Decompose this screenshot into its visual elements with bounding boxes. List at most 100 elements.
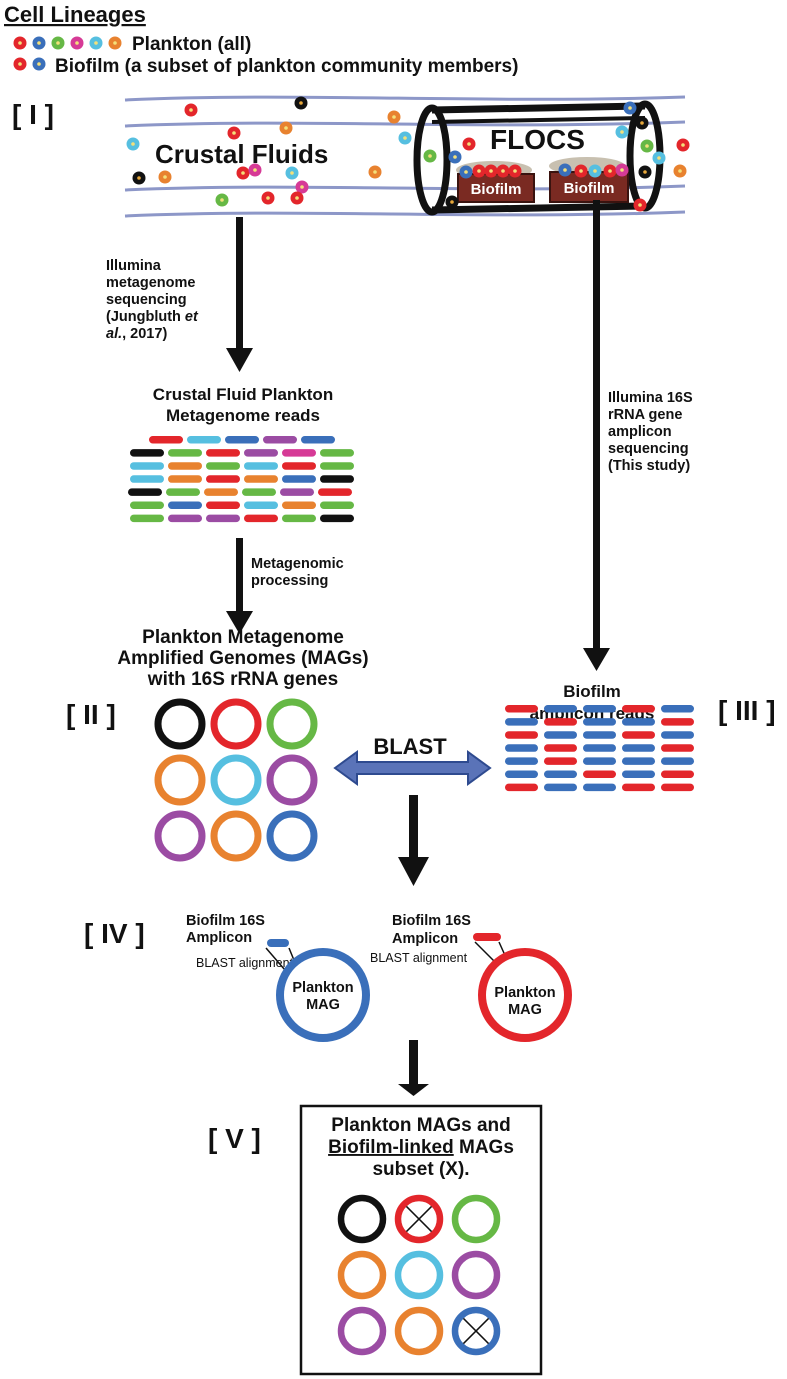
arrow-to-result bbox=[398, 1040, 429, 1096]
result-grid bbox=[337, 1194, 501, 1356]
read-bar bbox=[505, 731, 538, 739]
fluid-cell-nucleus bbox=[620, 168, 624, 172]
arrow-processing bbox=[226, 538, 253, 634]
read-bar bbox=[661, 770, 694, 778]
read-bar bbox=[622, 744, 655, 752]
mag-ring bbox=[337, 1306, 387, 1356]
fluid-cell bbox=[676, 138, 690, 152]
fluid-cell bbox=[673, 164, 687, 178]
mag-ring bbox=[266, 698, 318, 750]
legend-biofilm-cell-nucleus bbox=[18, 62, 22, 66]
legend-biofilm-label: Biofilm (a subset of plankton community … bbox=[55, 56, 518, 77]
fluid-cell bbox=[261, 191, 275, 205]
metagenome-seq-line-3: sequencing bbox=[106, 292, 187, 308]
fluid-cell bbox=[638, 165, 652, 179]
fluid-cell-nucleus bbox=[489, 169, 493, 173]
flocs-cylinder-inner-line bbox=[431, 116, 646, 124]
read-bar bbox=[544, 744, 577, 752]
arrow-sequencing-left bbox=[226, 217, 253, 372]
mag-ring bbox=[337, 1250, 387, 1300]
read-bar bbox=[244, 462, 278, 470]
read-bar bbox=[168, 475, 202, 483]
amplicon-seq-line-2: rRNA gene bbox=[608, 407, 682, 423]
metagenome-seq-et: et bbox=[185, 309, 199, 325]
fluid-cell-nucleus bbox=[467, 142, 471, 146]
read-bar bbox=[128, 488, 162, 496]
read-bar bbox=[544, 783, 577, 792]
read-bar bbox=[130, 449, 164, 457]
flocs-cylinder-bottom bbox=[431, 202, 646, 214]
read-bar bbox=[544, 705, 577, 713]
read-bar bbox=[505, 770, 538, 778]
read-bar bbox=[661, 744, 694, 752]
fluid-cell-nucleus bbox=[563, 168, 567, 172]
fluid-cell bbox=[368, 165, 382, 179]
metagenome-seq-line-5: al., 2017) bbox=[106, 326, 167, 342]
fluid-cell-nucleus bbox=[266, 196, 270, 200]
metagenome-seq-line-2: metagenome bbox=[106, 275, 195, 291]
fluid-cell bbox=[215, 193, 229, 207]
read-bar bbox=[130, 475, 164, 483]
pipe-line-4 bbox=[124, 210, 686, 218]
read-bar bbox=[320, 501, 354, 509]
fluid-cell-nucleus bbox=[392, 115, 396, 119]
alignment-right-amp-1: Biofilm 16S bbox=[392, 913, 471, 929]
reads-title-1: Crustal Fluid Plankton bbox=[153, 385, 333, 404]
fluid-cell bbox=[633, 198, 647, 212]
read-bar bbox=[130, 514, 164, 523]
arrow-sequencing-right bbox=[583, 200, 610, 671]
legend-plankton-cell-nucleus bbox=[37, 41, 41, 45]
mag-ring bbox=[337, 1194, 387, 1244]
fluid-cell bbox=[158, 170, 172, 184]
fluid-cell-nucleus bbox=[373, 170, 377, 174]
flocs-label: FLOCS bbox=[490, 124, 585, 155]
mag-ring bbox=[266, 810, 318, 862]
alignment-left-amp-2: Amplicon bbox=[186, 930, 252, 946]
alignment-left: Biofilm 16S Amplicon BLAST alignment Pla… bbox=[186, 913, 370, 1042]
fluid-cell-nucleus bbox=[657, 156, 661, 160]
flocs-cylinder-top bbox=[431, 102, 646, 114]
alignment-left-amp-1: Biofilm 16S bbox=[186, 913, 265, 929]
legend-plankton-cell bbox=[89, 36, 103, 50]
fluid-cell bbox=[295, 180, 309, 194]
biofilm-box-2: Biofilm bbox=[549, 157, 629, 203]
fluid-cell bbox=[184, 103, 198, 117]
fluid-cell-nucleus bbox=[220, 198, 224, 202]
read-bar bbox=[168, 449, 202, 457]
mag-ring bbox=[394, 1250, 444, 1300]
fluid-cell-nucleus bbox=[284, 126, 288, 130]
fluid-cell-nucleus bbox=[513, 169, 517, 173]
read-bar bbox=[320, 514, 354, 523]
legend-plankton-cell bbox=[70, 36, 84, 50]
result-line-2-underlined: Biofilm-linked bbox=[328, 1137, 454, 1158]
mag-ring bbox=[451, 1250, 501, 1300]
amplicon-seq-line-3: amplicon bbox=[608, 424, 672, 440]
fluid-cell bbox=[423, 149, 437, 163]
legend-plankton-cell bbox=[13, 36, 27, 50]
panel-label-3: [ III ] bbox=[718, 695, 776, 726]
fluid-cell bbox=[387, 110, 401, 124]
fluid-cell bbox=[279, 121, 293, 135]
read-bar bbox=[244, 514, 278, 523]
mag-ring bbox=[394, 1306, 444, 1356]
alignment-right-amp-2: Amplicon bbox=[392, 931, 458, 947]
read-bar bbox=[206, 514, 240, 523]
mag-ring bbox=[154, 810, 206, 862]
fluid-cell-nucleus bbox=[189, 108, 193, 112]
fluid-cell bbox=[574, 164, 588, 178]
blast-label: BLAST bbox=[373, 734, 447, 759]
processing-line-2: processing bbox=[251, 573, 328, 589]
flocs-left-ring bbox=[413, 104, 451, 216]
fluid-cell bbox=[227, 126, 241, 140]
amplicon-seq-line-4: sequencing bbox=[608, 441, 689, 457]
fluid-cell bbox=[558, 163, 572, 177]
read-bar bbox=[622, 718, 655, 726]
alignment-right-mag-ring bbox=[478, 948, 572, 1042]
read-bar bbox=[661, 705, 694, 713]
alignment-right-blast: BLAST alignment bbox=[370, 951, 468, 965]
mag-ring bbox=[266, 754, 318, 806]
result-line-2: Biofilm-linked MAGs bbox=[328, 1137, 514, 1158]
read-bar bbox=[622, 705, 655, 713]
fluid-cell-nucleus bbox=[638, 203, 642, 207]
